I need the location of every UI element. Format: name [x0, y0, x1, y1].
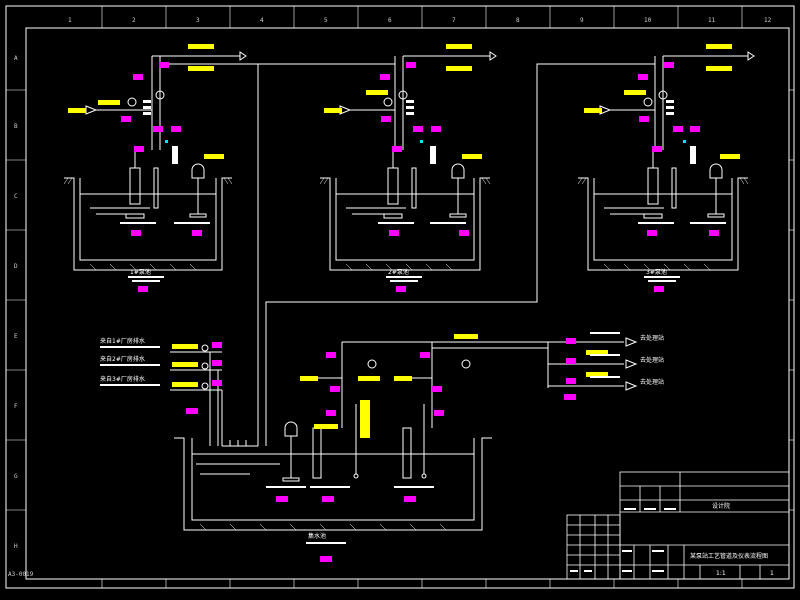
col-mark-8: 8 — [516, 17, 520, 24]
unit-1-caption: 1#泵池 — [130, 268, 151, 276]
title-block-fill-text — [570, 508, 676, 572]
row-mark-b: B — [14, 123, 18, 130]
unit-2-level-sensor — [449, 163, 467, 218]
col-mark-11: 11 — [708, 17, 716, 24]
company-name: 设计院 — [712, 502, 730, 510]
row-mark-d: D — [14, 263, 18, 270]
sheet-number: 1 — [770, 570, 774, 577]
col-mark-4: 4 — [260, 17, 264, 24]
unit-3-riser — [610, 55, 748, 150]
unit-2-pump — [383, 150, 417, 219]
main-pit-pump-2 — [402, 427, 412, 479]
unit-3-tags — [638, 62, 719, 292]
unit-1-outlet-arrow — [85, 105, 98, 115]
unit-1-riser — [96, 55, 258, 150]
main-pit-caption: 集水池 — [308, 532, 326, 540]
unit-1-level-sensor — [189, 163, 207, 218]
col-mark-1: 1 — [68, 17, 72, 24]
drawing-title: 某泵站工艺管道及仪表流程图 — [690, 552, 768, 560]
frame-row-ticks — [6, 89, 794, 511]
unit-2-labels — [324, 44, 482, 159]
drawing-frame — [5, 5, 795, 589]
frame-row-letters: A B C D E F G H — [14, 55, 18, 550]
col-mark-10: 10 — [644, 17, 652, 24]
row-mark-f: F — [14, 403, 18, 410]
main-pit-level-sensor — [284, 421, 298, 437]
cyan-markers — [165, 140, 686, 143]
scale-value: 1:1 — [716, 570, 726, 577]
outlet-label-1: 去处理站 — [640, 334, 664, 342]
sheet-size-label: A3-0019 — [8, 571, 34, 578]
unit-3-level-sensor — [707, 163, 725, 218]
main-pit-labels — [172, 334, 608, 438]
col-mark-2: 2 — [132, 17, 136, 24]
col-mark-5: 5 — [324, 17, 328, 24]
inlet-label-1: 来自1#厂房排水 — [100, 337, 145, 345]
unit-3-labels — [584, 44, 740, 159]
inlet-label-2: 来自2#厂房排水 — [100, 355, 145, 363]
col-mark-3: 3 — [196, 17, 200, 24]
col-mark-12: 12 — [764, 17, 772, 24]
row-mark-a: A — [14, 55, 18, 62]
row-mark-e: E — [14, 333, 18, 340]
row-mark-h: H — [14, 543, 18, 550]
main-pit-outlet-arrows — [625, 337, 638, 391]
unit-3: 3#泵池 — [577, 44, 755, 292]
unit-2: 2#泵池 — [319, 44, 497, 292]
main-pit-tags — [186, 338, 576, 562]
outlet-label-3: 去处理站 — [640, 378, 664, 386]
main-pit-walls — [174, 437, 492, 531]
inlet-label-3: 来自3#厂房排水 — [100, 375, 145, 383]
row-mark-c: C — [14, 193, 18, 200]
frame-column-numbers: 1 2 3 4 5 6 7 8 9 10 11 12 — [68, 17, 772, 24]
title-block — [566, 471, 790, 580]
unit-1-tags — [121, 62, 202, 292]
unit-1-labels — [68, 44, 224, 159]
unit-3-pump — [643, 150, 677, 219]
col-mark-6: 6 — [388, 17, 392, 24]
unit-2-tags — [380, 62, 469, 292]
unit-3-pit-walls — [578, 177, 748, 271]
row-mark-g: G — [14, 473, 18, 480]
col-mark-9: 9 — [580, 17, 584, 24]
frame-column-ticks — [101, 6, 743, 588]
main-pit-pump-1 — [312, 427, 322, 479]
unit-1-pump — [125, 150, 159, 219]
unit-3-caption: 3#泵池 — [646, 268, 667, 276]
main-pit: 集水池 来自1#厂房排水 来自2#厂房排水 来自3#厂房排水 去处理站 去处理站… — [100, 332, 664, 562]
unit-1-pit-walls — [64, 177, 232, 271]
unit-1: 1#泵池 — [63, 44, 258, 292]
outlet-label-2: 去处理站 — [640, 356, 664, 364]
unit-2-pit-walls — [320, 177, 490, 271]
unit-2-riser — [350, 55, 490, 150]
col-mark-7: 7 — [452, 17, 456, 24]
unit-2-caption: 2#泵池 — [388, 268, 409, 276]
